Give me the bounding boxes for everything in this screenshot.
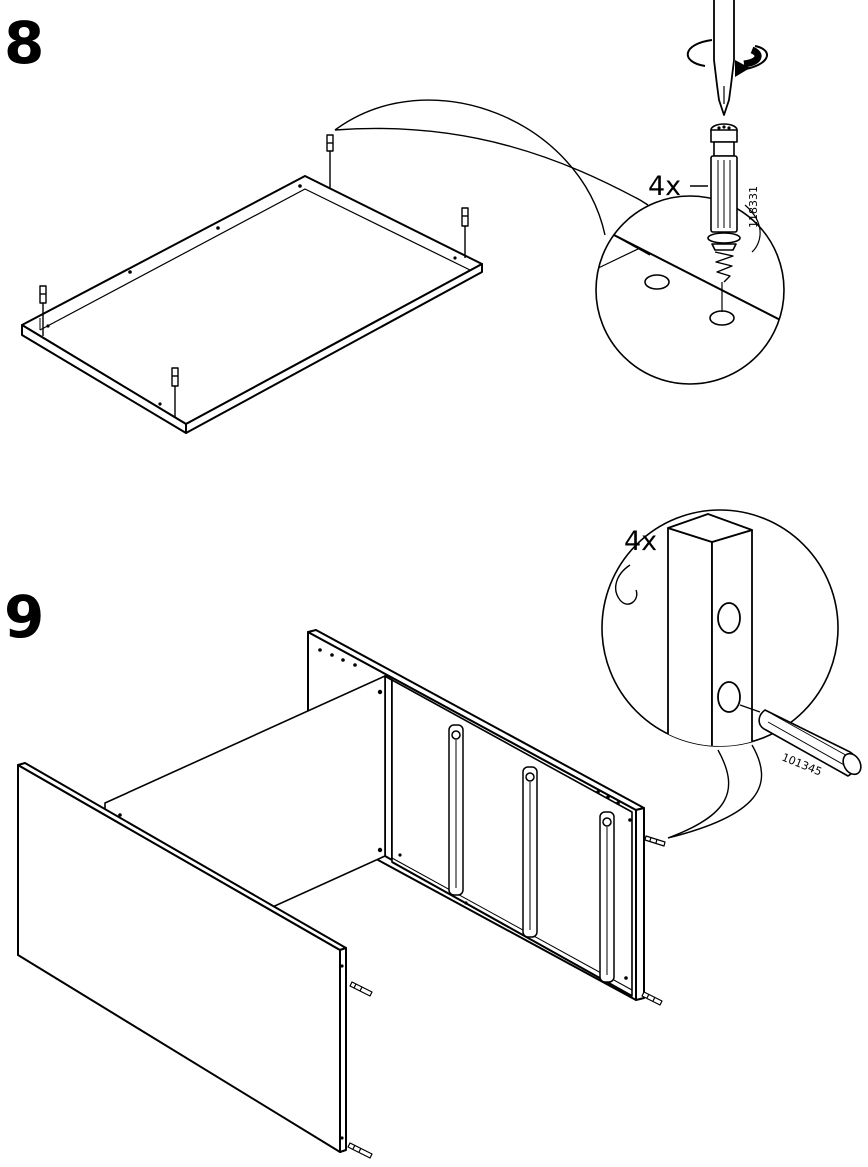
wood-dowel [347, 1142, 373, 1159]
cam-dowel [326, 134, 334, 188]
hole [644, 274, 670, 290]
board-panel [21, 175, 483, 434]
drawer-runner [448, 724, 464, 896]
hole [717, 602, 741, 634]
cam-lock-dowel-icon [707, 123, 741, 283]
hole [717, 681, 741, 713]
screwdriver-icon [713, 0, 735, 116]
rotation-arrow-icon [686, 39, 768, 77]
step-9-number: 9 [4, 583, 45, 651]
step-8-illustration [21, 0, 785, 434]
front-panel [17, 762, 347, 1153]
wood-dowel [641, 991, 663, 1006]
step-8-number: 8 [4, 9, 45, 77]
holes [318, 648, 632, 980]
wood-dowel [644, 835, 666, 847]
cam-dowel [171, 367, 179, 418]
wood-dowel-icon [739, 704, 862, 777]
step-9-illustration [17, 509, 862, 1159]
wood-dowel [349, 981, 373, 997]
inner-panel [391, 679, 633, 997]
step-8-quantity: 4x [648, 171, 681, 202]
cam-dowel [39, 285, 47, 336]
detail-circle [595, 195, 785, 385]
drawer-runner [522, 766, 538, 938]
cam-dowel [461, 207, 469, 258]
drawer-runner [599, 811, 615, 983]
step-8-part-number: 118331 [747, 186, 760, 228]
step-9-quantity: 4x [624, 526, 657, 557]
